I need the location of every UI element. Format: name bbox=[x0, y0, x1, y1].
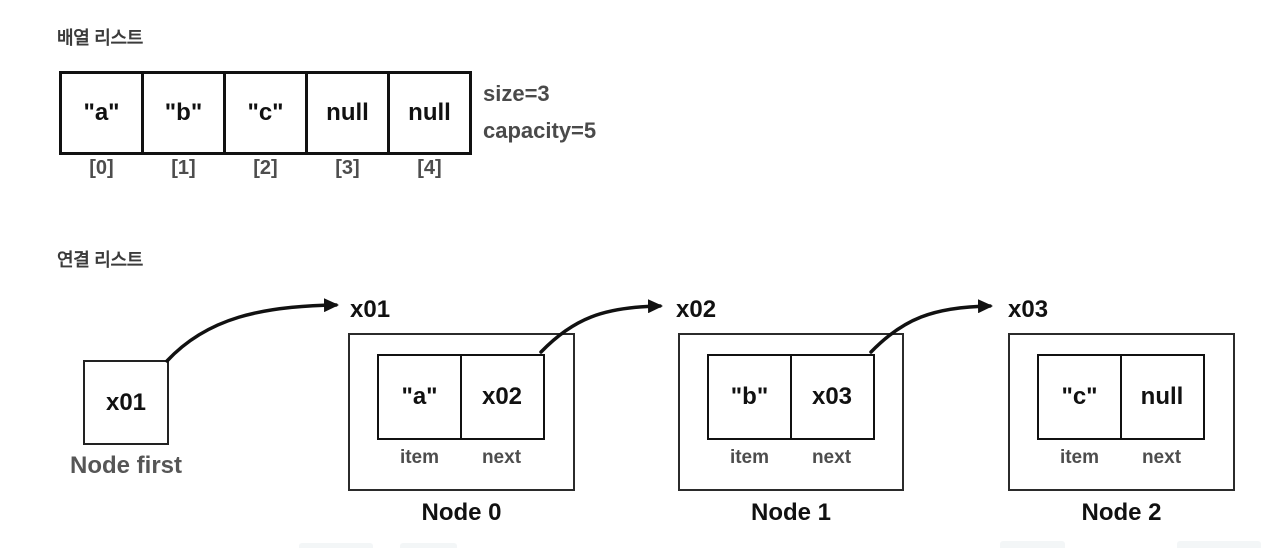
node-box-0: "a" x02 item next bbox=[348, 333, 575, 491]
cutoff-element bbox=[299, 543, 373, 548]
node-item-cell: "b" bbox=[707, 354, 792, 440]
node-next-cell: null bbox=[1119, 354, 1205, 440]
node-next-value: x03 bbox=[811, 383, 853, 410]
array-index-label: [3] bbox=[335, 157, 360, 179]
array-list: "a" "b" "c" null null bbox=[59, 71, 472, 155]
array-index-label: [4] bbox=[417, 157, 442, 179]
array-cell-value: null bbox=[326, 99, 369, 126]
item-field-caption: item bbox=[729, 447, 770, 468]
node-caption: Node 0 bbox=[421, 499, 502, 526]
node-next-cell: x03 bbox=[789, 354, 875, 440]
cutoff-element bbox=[1177, 541, 1261, 548]
array-index-label: [0] bbox=[89, 157, 114, 179]
array-index-label: [1] bbox=[171, 157, 196, 179]
array-cell-2: "c" bbox=[223, 71, 308, 155]
array-cell-4: null bbox=[387, 71, 472, 155]
node-item-cell: "c" bbox=[1037, 354, 1122, 440]
array-cell-value: "a" bbox=[83, 99, 120, 126]
linked-section-title: 연결 리스트 bbox=[57, 250, 144, 270]
head-reference-value: x01 bbox=[105, 388, 147, 416]
node-fields: "c" null bbox=[1037, 354, 1205, 440]
node-next-value: x02 bbox=[481, 383, 523, 410]
node-item-cell: "a" bbox=[377, 354, 462, 440]
arrow-head-to-node0 bbox=[165, 298, 339, 363]
array-cell-value: null bbox=[408, 99, 451, 126]
array-cell-3: null bbox=[305, 71, 390, 155]
array-section-title: 배열 리스트 bbox=[57, 28, 144, 48]
head-reference-box: x01 bbox=[83, 360, 169, 445]
array-cell-1: "b" bbox=[141, 71, 226, 155]
array-cell-value: "b" bbox=[164, 99, 203, 126]
item-field-caption: item bbox=[1059, 447, 1100, 468]
node-item-value: "c" bbox=[1061, 383, 1098, 410]
node-box-1: "b" x03 item next bbox=[678, 333, 904, 491]
array-cell-0: "a" bbox=[59, 71, 144, 155]
node-next-value: null bbox=[1140, 383, 1184, 410]
array-cell-value: "c" bbox=[247, 99, 284, 126]
array-index-row: [0] [1] [2] [3] [4] bbox=[59, 157, 472, 180]
node-caption: Node 2 bbox=[1081, 499, 1162, 526]
node-pointer-label: x01 bbox=[350, 296, 391, 323]
node-pointer-label: x02 bbox=[676, 296, 717, 323]
capacity-label: capacity=5 bbox=[483, 118, 597, 143]
node-next-cell: x02 bbox=[459, 354, 545, 440]
next-field-caption: next bbox=[481, 447, 522, 468]
next-field-caption: next bbox=[1141, 447, 1182, 468]
node-caption: Node 1 bbox=[750, 499, 831, 526]
node-fields: "a" x02 bbox=[377, 354, 545, 440]
cutoff-element bbox=[400, 543, 457, 548]
size-label: size=3 bbox=[483, 81, 550, 106]
node-pointer-label: x03 bbox=[1008, 296, 1049, 323]
node-fields: "b" x03 bbox=[707, 354, 875, 440]
head-reference-caption: Node first bbox=[69, 452, 182, 479]
node-box-2: "c" null item next bbox=[1008, 333, 1235, 491]
item-field-caption: item bbox=[399, 447, 440, 468]
node-item-value: "b" bbox=[730, 383, 769, 410]
array-index-label: [2] bbox=[253, 157, 278, 179]
next-field-caption: next bbox=[811, 447, 852, 468]
node-item-value: "a" bbox=[401, 383, 438, 410]
cutoff-element bbox=[1000, 541, 1065, 548]
